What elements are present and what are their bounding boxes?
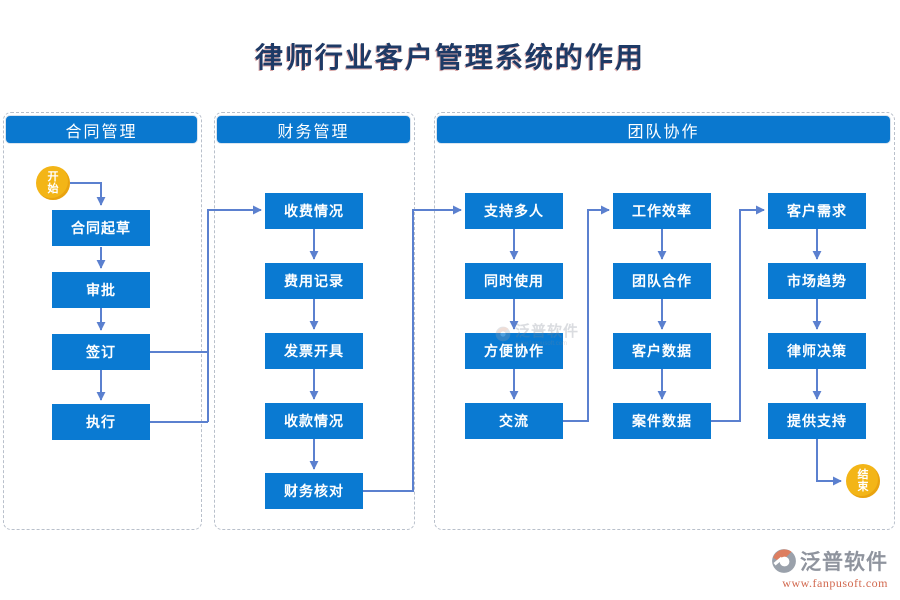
brand-footer: 泛普软件 www.fanpusoft.com (738, 546, 888, 591)
section-finance-management (214, 112, 415, 530)
flow-box-execution: 执行 (52, 404, 150, 440)
page-title: 律师行业客户管理系统的作用 (254, 43, 645, 74)
section-header-finance: 财务管理 (216, 115, 411, 144)
brand-name: 泛普软件 (800, 551, 888, 574)
flow-box-expense-record: 费用记录 (265, 263, 363, 299)
end-node-label: 结束 (857, 469, 869, 493)
flow-box-lawyer-decision: 律师决策 (768, 333, 866, 369)
brand-website[interactable]: www.fanpusoft.com (782, 576, 888, 590)
flow-box-invoice-issue: 发票开具 (265, 333, 363, 369)
start-node: 开始 (36, 166, 70, 200)
flow-box-case-data: 案件数据 (613, 403, 711, 439)
flow-box-work-efficiency: 工作效率 (613, 193, 711, 229)
flow-box-payment-status: 收款情况 (265, 403, 363, 439)
flow-box-customer-needs: 客户需求 (768, 193, 866, 229)
flow-box-easy-collaboration: 方便协作 (465, 333, 563, 369)
flow-box-market-trends: 市场趋势 (768, 263, 866, 299)
center-watermark: 泛普软件 www.fanpusoft.com (495, 320, 579, 347)
flow-box-communication: 交流 (465, 403, 563, 439)
watermark-logo-icon (495, 326, 511, 341)
flow-box-simultaneous-use: 同时使用 (465, 263, 563, 299)
fanpu-logo-icon (772, 549, 796, 573)
section-header-team: 团队协作 (436, 115, 891, 144)
flow-box-approval: 审批 (52, 272, 150, 308)
section-contract-management (3, 112, 202, 530)
flow-box-customer-data: 客户数据 (613, 333, 711, 369)
flow-box-contract-draft: 合同起草 (52, 210, 150, 246)
section-header-contract: 合同管理 (5, 115, 198, 144)
watermark-text: 泛普软件 (515, 323, 580, 340)
flow-box-finance-check: 财务核对 (265, 473, 363, 509)
end-node: 结束 (846, 464, 880, 498)
flow-box-fee-status: 收费情况 (265, 193, 363, 229)
flow-box-signing: 签订 (52, 334, 150, 370)
watermark-subtext: www.fanpusoft.com (515, 341, 568, 347)
flow-box-teamwork: 团队合作 (613, 263, 711, 299)
flow-box-provide-support: 提供支持 (768, 403, 866, 439)
start-node-label: 开始 (47, 171, 59, 195)
flow-box-multi-user: 支持多人 (465, 193, 563, 229)
